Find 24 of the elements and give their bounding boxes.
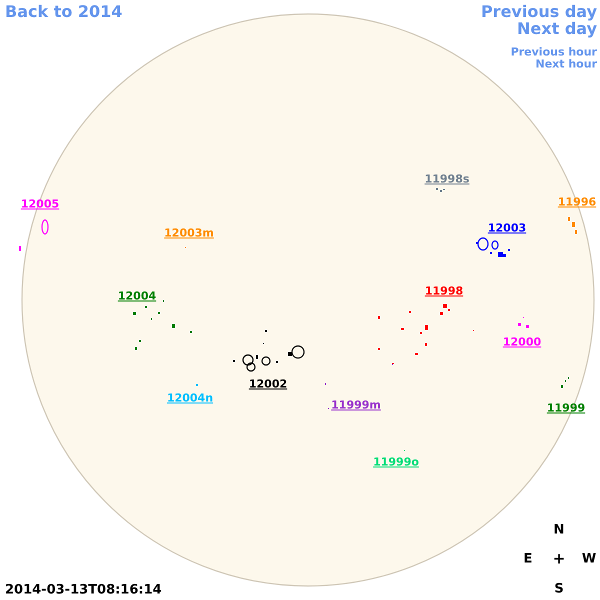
region-label: 12004 (118, 290, 156, 302)
compass-north: N (554, 524, 564, 536)
timestamp: 2014-03-13T08:16:14 (5, 584, 162, 596)
region-label: 12003 (488, 222, 526, 234)
region-label: 11999 (546, 402, 586, 414)
compass-center: + (552, 552, 566, 566)
region-label: 12005 (20, 198, 60, 210)
region-label: 12002 (248, 378, 288, 390)
next-hour-link: Next hour (536, 58, 597, 70)
previous-hour-link: Previous hour (510, 46, 597, 58)
region-label: 11996 (558, 196, 596, 208)
back-link: Back to 2014 (5, 4, 122, 20)
previous-day-link: Previous day (480, 4, 597, 20)
region-label: 12004n (166, 392, 214, 404)
next-day-link: Next day (517, 21, 597, 37)
region-label: 11999m (331, 400, 381, 410)
region-label: 11998 (424, 286, 464, 296)
region-label: 12003m (164, 228, 214, 238)
compass-west: W (582, 552, 596, 566)
compass-east: E (524, 552, 532, 566)
compass-south: S (554, 582, 564, 596)
region-label: 12000 (502, 336, 542, 348)
region-label: 11999o (373, 456, 419, 468)
region-label: 11998s (424, 174, 470, 184)
